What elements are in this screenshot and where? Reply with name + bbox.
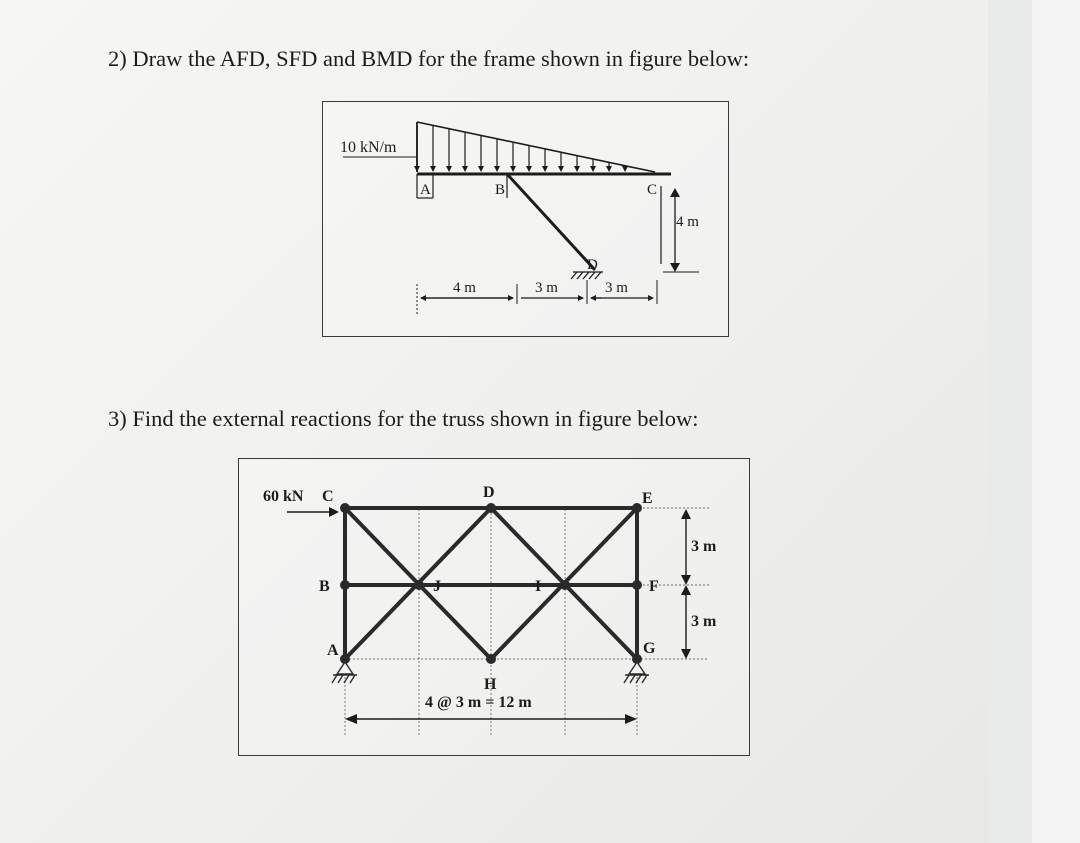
paper-sheet xyxy=(0,0,988,843)
frame-figure-box: 10 kN/m A B C D 4 m xyxy=(322,101,729,337)
frame-load-label: 10 kN/m xyxy=(340,139,397,156)
truss-node-c: C xyxy=(322,488,334,505)
truss-node-j: J xyxy=(433,578,441,595)
question-3: 3) Find the external reactions for the t… xyxy=(108,406,699,431)
frame-dim-height: 4 m xyxy=(676,214,699,230)
frame-node-a: A xyxy=(420,182,431,198)
truss-support-g xyxy=(623,660,649,684)
truss-support-a xyxy=(331,660,357,684)
frame-node-d: D xyxy=(587,257,598,273)
truss-figure-box: 60 kN C D E B J I F A G H 3 m 3 m 4 @ 3 … xyxy=(238,458,750,756)
truss-node-g: G xyxy=(643,640,656,657)
frame-node-b: B xyxy=(495,182,505,198)
frame-dim-ab: 4 m xyxy=(453,280,476,296)
truss-node-f: F xyxy=(649,578,659,595)
frame-dim-bd: 3 m xyxy=(535,280,558,296)
truss-load-label: 60 kN xyxy=(263,488,304,505)
truss-dim-span: 4 @ 3 m = 12 m xyxy=(425,694,532,711)
truss-figure: 60 kN C D E B J I F A G H 3 m 3 m 4 @ 3 … xyxy=(263,484,717,737)
truss-node-a: A xyxy=(327,642,339,659)
truss-dim-upper: 3 m xyxy=(691,538,717,555)
load-slope xyxy=(416,121,656,173)
truss-node-d: D xyxy=(483,484,495,501)
truss-node-b: B xyxy=(319,578,330,595)
right-edge-strip xyxy=(1032,0,1080,843)
truss-dim-lower: 3 m xyxy=(691,613,717,630)
truss-node-h: H xyxy=(484,676,497,693)
frame-figure: 10 kN/m A B C D 4 m xyxy=(340,121,699,314)
load-arrows xyxy=(414,123,628,172)
frame-inclined-member xyxy=(505,172,597,272)
frame-dim-dc: 3 m xyxy=(605,280,628,296)
truss-node-e: E xyxy=(642,490,653,507)
frame-node-c: C xyxy=(647,182,657,198)
distributed-load xyxy=(343,121,656,173)
truss-joints xyxy=(340,503,642,664)
truss-node-i: I xyxy=(535,578,541,595)
frame-support-d xyxy=(570,271,603,280)
question-2: 2) Draw the AFD, SFD and BMD for the fra… xyxy=(108,46,750,71)
